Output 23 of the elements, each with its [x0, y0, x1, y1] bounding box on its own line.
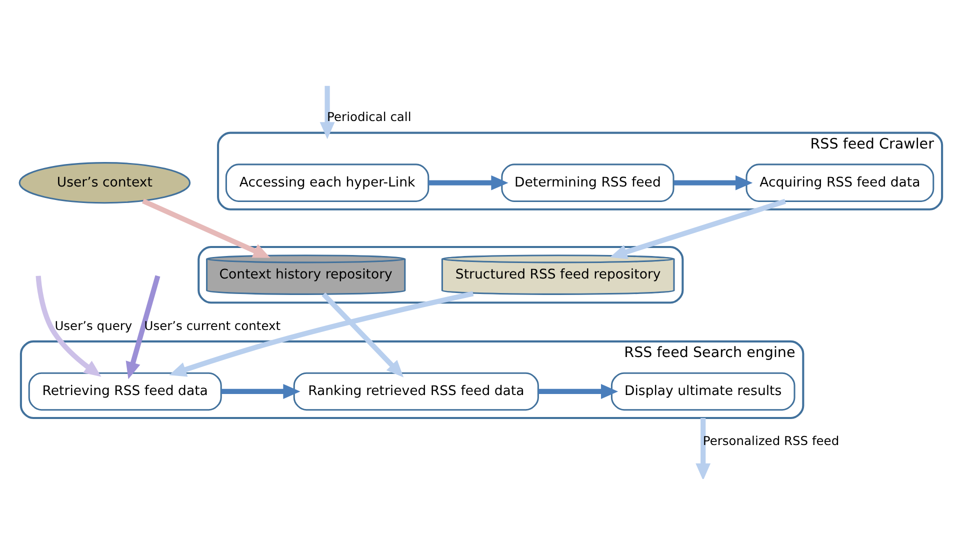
edge-label: Periodical call [327, 110, 412, 124]
arrow [696, 418, 711, 478]
edge-label: Personalized RSS feed [702, 434, 840, 448]
arrow [674, 174, 753, 190]
edge-label: User’s current context [144, 318, 281, 332]
arrow [221, 383, 300, 398]
arrow [538, 383, 618, 398]
node-box: Accessing each hyper-Link [225, 163, 430, 202]
node-box: Determining RSS feed [501, 163, 674, 202]
arrow [320, 85, 335, 139]
edge-label: User’s query [54, 318, 132, 332]
node-box: Display ultimate results [610, 372, 796, 410]
arrow [322, 292, 404, 377]
arrow [126, 274, 160, 379]
node-box: Ranking retrieved RSS feed data [293, 372, 539, 410]
arrow [610, 198, 786, 259]
node-box: Acquiring RSS feed data [746, 163, 934, 202]
arrow [428, 174, 508, 190]
arrow [169, 290, 474, 376]
node-ellipse: User’s context [18, 162, 191, 204]
arrow [142, 198, 270, 258]
node-box: Retrieving RSS feed data [28, 372, 222, 410]
arrow [36, 275, 102, 376]
